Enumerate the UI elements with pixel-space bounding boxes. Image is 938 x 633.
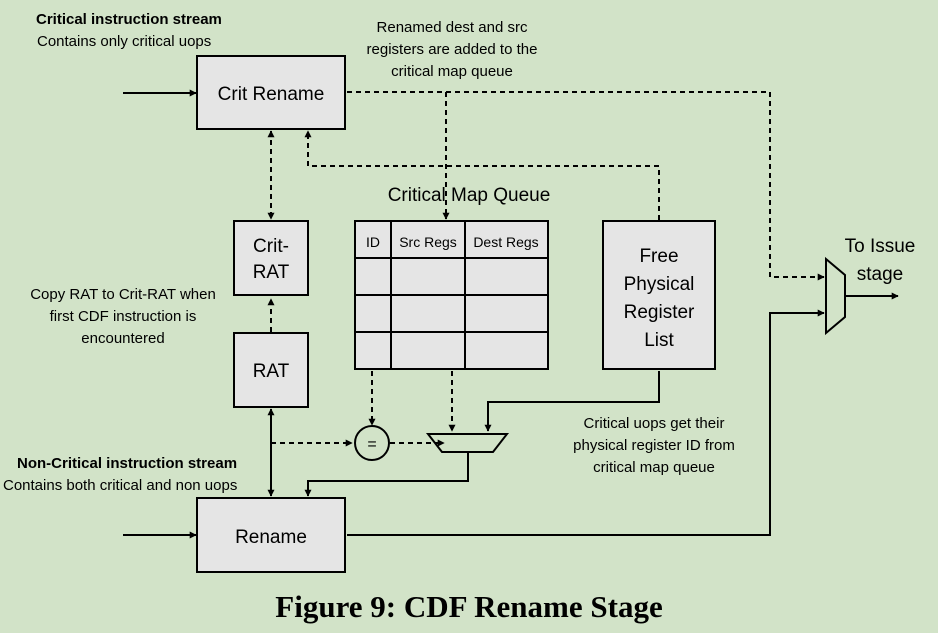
critical-stream-desc: Contains only critical uops — [37, 33, 211, 50]
crit-rat-label-line-2: RAT — [253, 262, 290, 283]
renamed-note-line-1: Renamed dest and src — [377, 19, 528, 36]
free-list-to-small-mux-path — [484, 371, 660, 432]
small-mux — [425, 433, 510, 453]
to-issue-label-line-2: stage — [857, 264, 903, 285]
small-mux-to-rename-path — [304, 453, 469, 497]
renamed-note-line-3: critical map queue — [391, 63, 513, 80]
copy-note-line-1: Copy RAT to Crit-RAT when — [30, 286, 216, 303]
uops-note-line-3: critical map queue — [593, 459, 715, 476]
crit-rename-to-mux-path — [347, 91, 825, 281]
rename-block — [196, 497, 346, 573]
uops-note-line-1: Critical uops get their — [584, 415, 725, 432]
crit-rename-label: Crit Rename — [218, 84, 325, 105]
map-queue-table: ID Src Regs Dest Regs — [354, 220, 549, 370]
crit-rat-block — [233, 220, 309, 296]
free-list-to-crit-rename-path — [304, 130, 660, 220]
comparator-circle — [354, 425, 390, 461]
map-queue-col-id: ID — [366, 234, 380, 250]
copy-note-line-3: encountered — [81, 330, 164, 347]
issue-mux — [825, 256, 846, 336]
copy-note-line-2: first CDF instruction is — [50, 308, 197, 325]
free-list-label-line-3: Register — [624, 302, 695, 323]
free-list-label-line-2: Physical — [624, 274, 695, 295]
rename-to-mux-path — [347, 309, 825, 536]
rename-label: Rename — [235, 527, 307, 548]
uops-note-line-2: physical register ID from — [573, 437, 735, 454]
crit-rename-block — [196, 55, 346, 130]
map-queue-col-src: Src Regs — [399, 234, 457, 250]
crit-rat-label-line-1: Crit- — [253, 236, 289, 257]
free-list-label-line-4: List — [644, 330, 674, 351]
critical-stream-title: Critical instruction stream — [36, 11, 222, 28]
to-issue-label-line-1: To Issue — [845, 236, 916, 257]
noncritical-stream-desc: Contains both critical and non uops — [3, 477, 237, 494]
free-physical-register-list-block — [602, 220, 716, 370]
renamed-note-line-2: registers are added to the — [367, 41, 538, 58]
free-list-label-line-1: Free — [639, 246, 678, 267]
noncritical-stream-title: Non-Critical instruction stream — [17, 455, 237, 472]
map-queue-col-dest: Dest Regs — [473, 234, 538, 250]
comparator-symbol: = — [367, 436, 376, 453]
rat-block — [233, 332, 309, 408]
rat-label: RAT — [253, 361, 290, 382]
figure-caption: Figure 9: CDF Rename Stage — [275, 589, 662, 624]
map-queue-title: Critical Map Queue — [388, 185, 551, 206]
